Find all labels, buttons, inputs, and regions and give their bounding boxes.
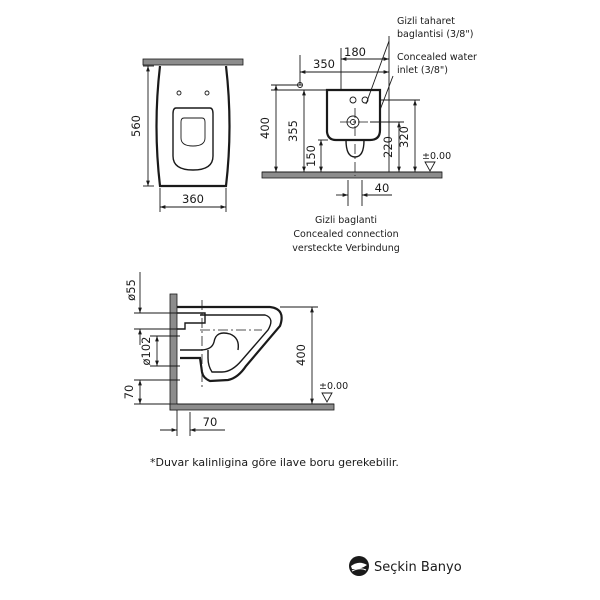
side-fixing-hole-1 (349, 96, 357, 104)
side-dim-355-label: 355 (286, 120, 300, 142)
side-fixing-hole-2 (361, 96, 369, 104)
side-floor (261, 171, 443, 179)
connection-label-de: versteckte Verbindung (292, 243, 400, 254)
side-dim-40-label: 40 (375, 181, 390, 195)
section-level-marker-icon (321, 392, 333, 403)
connection-label-en: Concealed connection (293, 229, 398, 240)
label-flush-tr-2: baglantisi (3/8") (397, 29, 473, 40)
section-dim-70-vertical-label: 70 (122, 385, 136, 400)
side-bowl-outline (325, 88, 382, 142)
section-floor-level-label: ±0.00 (319, 381, 348, 392)
side-dim-400-label: 400 (258, 117, 272, 139)
side-level-marker-icon (424, 161, 436, 172)
section-wall (169, 293, 178, 411)
front-height-label: 560 (129, 115, 143, 137)
label-water-en: Concealed water (397, 52, 477, 63)
section-siphon (180, 332, 240, 351)
section-flush-channel (177, 312, 206, 330)
side-dim-180-label: 180 (344, 45, 366, 59)
section-dim-102-label: ø102 (139, 337, 153, 366)
connection-label-tr: Gizli baglanti (315, 215, 377, 226)
front-mount-hole-left (176, 90, 182, 96)
section-bowl-outline (177, 305, 283, 383)
front-mount-hole-right (204, 90, 210, 96)
side-view: 350 180 400 355 150 220 320 ±0.00 40 Giz… (258, 16, 477, 254)
side-dim-150-label: 150 (304, 145, 318, 167)
section-bowl-inner (200, 314, 272, 373)
side-dim-220-label: 220 (381, 136, 395, 158)
front-seat-inner (180, 117, 206, 147)
section-floor (169, 403, 335, 411)
side-dim-320-label: 320 (397, 126, 411, 148)
side-floor-level-label: ±0.00 (422, 151, 451, 162)
brand-logo: Seçkin Banyo (349, 556, 462, 576)
section-dim-55-label: ø55 (124, 279, 138, 301)
front-width-label: 360 (182, 192, 204, 206)
side-dim-350-label: 350 (313, 57, 335, 71)
label-water-en-2: inlet (3/8") (397, 65, 448, 76)
section-dim-400-label: 400 (294, 344, 308, 366)
section-dim-70-horizontal-label: 70 (203, 415, 218, 429)
front-seat-opening (172, 107, 214, 171)
front-wall-top (142, 58, 244, 66)
swirl-logo-icon (349, 556, 369, 576)
front-view: 560 360 (129, 58, 244, 212)
brand-name: Seçkin Banyo (374, 560, 462, 575)
section-view: ø55 ø102 70 400 ±0.00 70 (122, 272, 348, 436)
side-inlet-hole-inner (350, 119, 356, 125)
footnote: *Duvar kalinligina göre ilave boru gerek… (150, 456, 399, 469)
label-flush-tr: Gizli taharet (397, 16, 455, 27)
front-bowl-outline (155, 65, 231, 188)
